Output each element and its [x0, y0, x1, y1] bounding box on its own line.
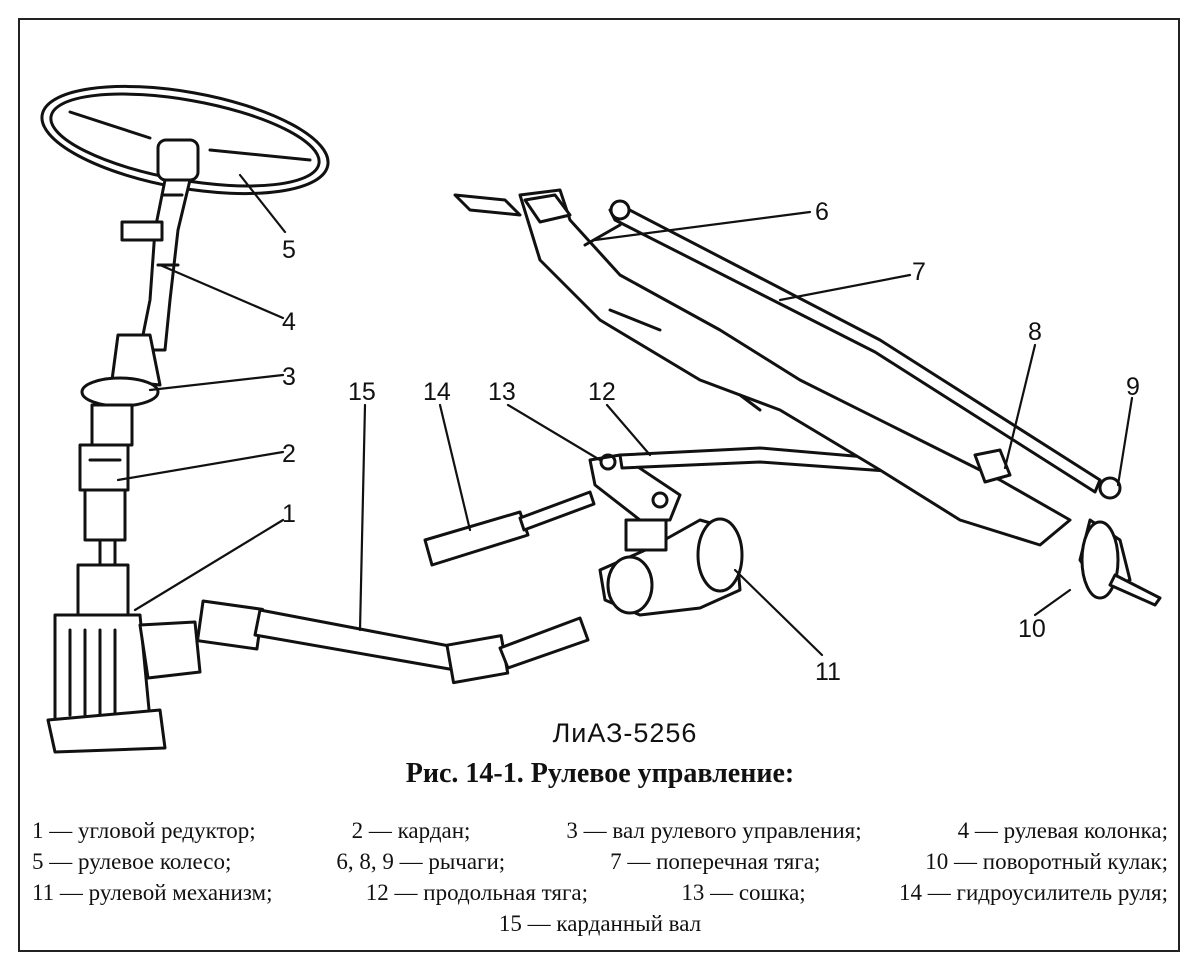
figure-frame [18, 18, 1180, 952]
callout-10: 10 [1018, 615, 1046, 643]
legend-item: 11 — рулевой механизм; [32, 880, 273, 905]
callout-8: 8 [1028, 318, 1042, 346]
callout-12: 12 [588, 378, 616, 406]
callout-2: 2 [282, 440, 296, 468]
cardan-shaft [196, 599, 590, 685]
angle-gearbox [46, 563, 202, 754]
callout-5: 5 [282, 236, 296, 264]
callout-4: 4 [282, 308, 296, 336]
legend-item: 1 — угловой редуктор; [32, 818, 256, 843]
tie-rod [608, 199, 1122, 500]
front-axle [453, 188, 1162, 607]
steering-column [80, 178, 192, 408]
legend-item: 13 — сошка; [681, 880, 806, 905]
legend-item: 12 — продольная тяга; [365, 880, 589, 905]
legend: 1 — угловой редуктор; 2 — кардан; 3 — ва… [32, 815, 1168, 939]
legend-item: 7 — поперечная тяга; [610, 849, 821, 874]
callout-14: 14 [423, 378, 451, 406]
legend-item: 5 — рулевое колесо; [32, 849, 232, 874]
lever-6 [523, 193, 622, 247]
callout-13: 13 [488, 378, 516, 406]
callout-11: 11 [815, 658, 841, 686]
model-label: ЛиАЗ-5256 [552, 718, 698, 748]
legend-item: 14 — гидроусилитель руля; [899, 880, 1168, 905]
callout-15: 15 [348, 378, 376, 406]
legend-item: 6, 8, 9 — рычаги; [336, 849, 506, 874]
power-steering-cylinder [423, 490, 596, 567]
leader-lines [116, 173, 1134, 657]
callout-9: 9 [1126, 373, 1140, 401]
callout-1: 1 [282, 500, 296, 528]
legend-line-1: 1 — угловой редуктор; 2 — кардан; 3 — ва… [32, 815, 1168, 846]
legend-line-4: 15 — карданный вал [32, 908, 1168, 939]
callout-6: 6 [815, 198, 829, 226]
legend-item: 4 — рулевая колонка; [957, 818, 1168, 843]
callout-7: 7 [912, 258, 926, 286]
cardan-joint [78, 403, 134, 567]
legend-item: 3 — вал рулевого управления; [566, 818, 862, 843]
figure-caption: Рис. 14-1. Рулевое управление: [405, 758, 795, 789]
legend-item: 10 — поворотный кулак; [925, 849, 1168, 874]
steering-gear [598, 517, 744, 617]
legend-item: 15 — карданный вал [498, 911, 702, 936]
callout-3: 3 [282, 363, 296, 391]
legend-item: 2 — кардан; [351, 818, 471, 843]
lever-8 [973, 448, 1012, 484]
legend-line-3: 11 — рулевой механизм; 12 — продольная т… [32, 877, 1168, 908]
legend-line-2: 5 — рулевое колесо; 6, 8, 9 — рычаги; 7 … [32, 846, 1168, 877]
